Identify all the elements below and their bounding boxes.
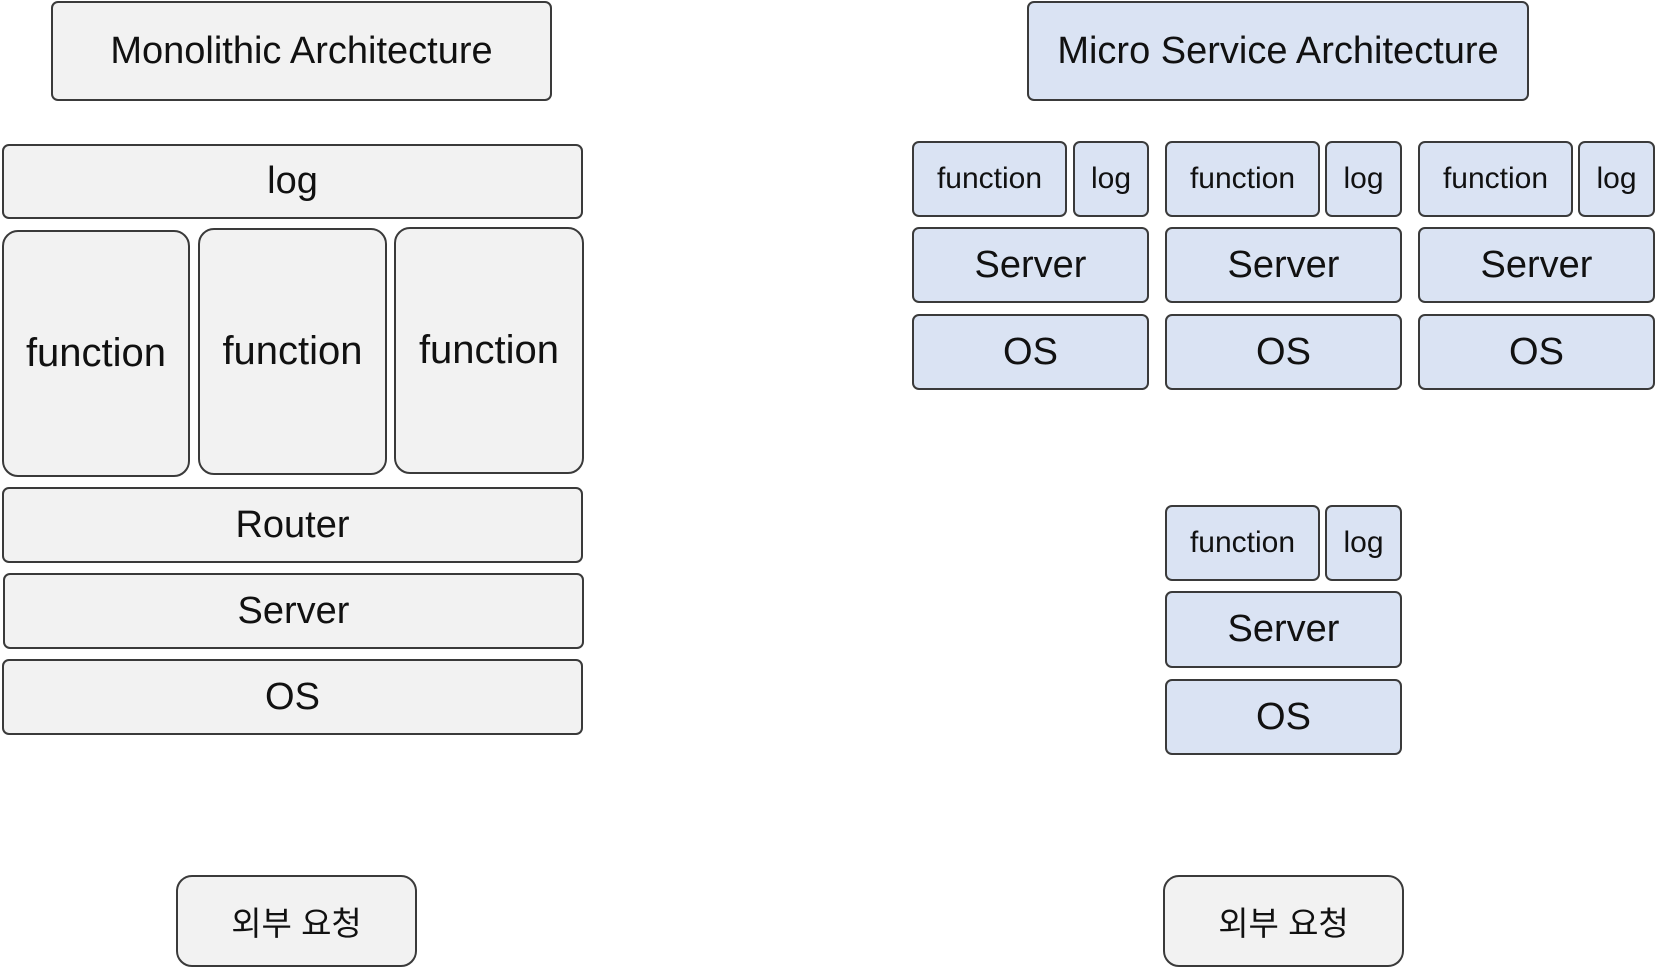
monolithic-os-layer: OS bbox=[2, 659, 583, 735]
micro-service-2-function: function bbox=[1165, 141, 1320, 217]
micro-service-1-function: function bbox=[912, 141, 1067, 217]
micro-service-2-os: OS bbox=[1165, 314, 1402, 390]
micro-title: Micro Service Architecture bbox=[1027, 1, 1529, 101]
micro-external-request: 외부 요청 bbox=[1163, 875, 1404, 967]
micro-service-3-log: log bbox=[1578, 141, 1655, 217]
micro-service-4-log: log bbox=[1325, 505, 1402, 581]
monolithic-function-3: function bbox=[394, 227, 584, 474]
micro-service-4-os: OS bbox=[1165, 679, 1402, 755]
monolithic-function-1: function bbox=[2, 230, 190, 477]
monolithic-title: Monolithic Architecture bbox=[51, 1, 552, 101]
micro-service-1-os: OS bbox=[912, 314, 1149, 390]
micro-service-3-server: Server bbox=[1418, 227, 1655, 303]
micro-service-3-function: function bbox=[1418, 141, 1573, 217]
monolithic-log-layer: log bbox=[2, 144, 583, 219]
monolithic-server-layer: Server bbox=[3, 573, 584, 649]
micro-service-1-log: log bbox=[1073, 141, 1149, 217]
micro-service-2-server: Server bbox=[1165, 227, 1402, 303]
micro-service-2-log: log bbox=[1325, 141, 1402, 217]
monolithic-router-layer: Router bbox=[2, 487, 583, 563]
micro-service-1-server: Server bbox=[912, 227, 1149, 303]
micro-service-4-server: Server bbox=[1165, 591, 1402, 668]
micro-service-4-function: function bbox=[1165, 505, 1320, 581]
micro-service-3-os: OS bbox=[1418, 314, 1655, 390]
monolithic-external-request: 외부 요청 bbox=[176, 875, 417, 967]
monolithic-function-2: function bbox=[198, 228, 387, 475]
